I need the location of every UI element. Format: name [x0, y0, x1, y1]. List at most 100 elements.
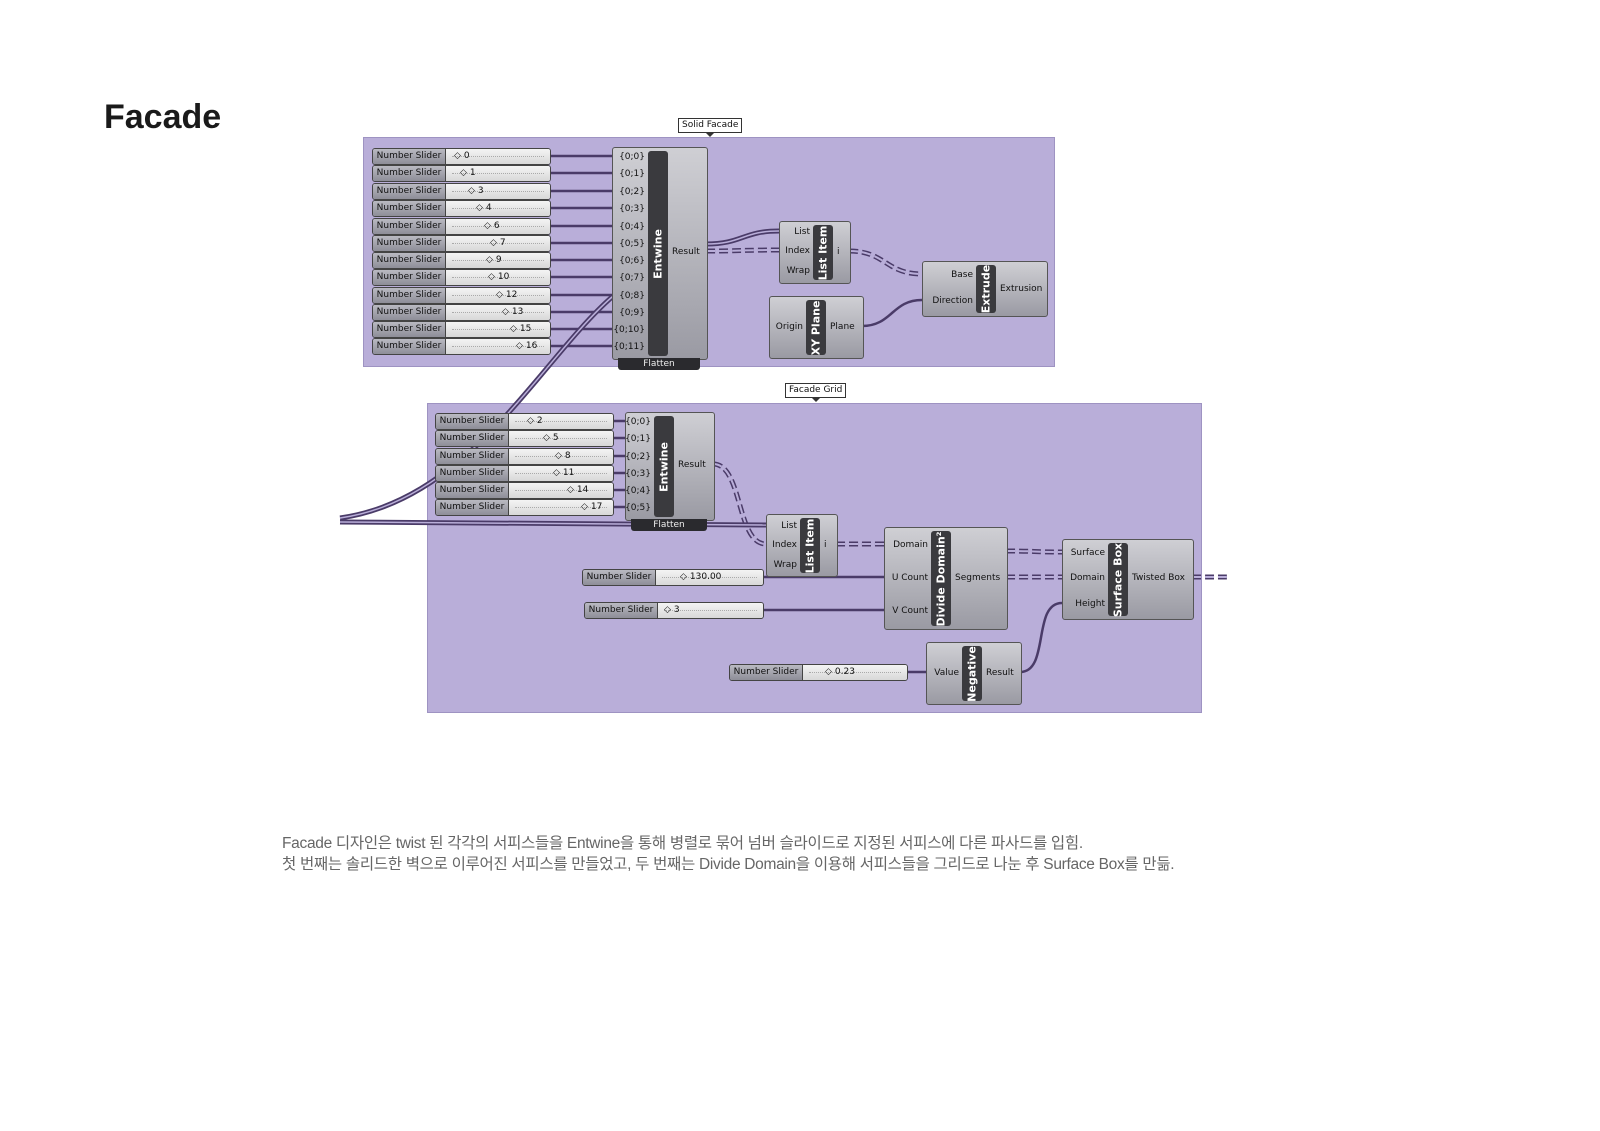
- slider-value[interactable]: ◇17: [581, 500, 602, 515]
- number-slider-u-count[interactable]: Number Slider◇130.00: [582, 569, 764, 586]
- number-slider-solid-0[interactable]: Number Slider◇0: [372, 148, 551, 165]
- slider-track[interactable]: ◇6: [446, 219, 550, 234]
- entwine-component-solid[interactable]: Entwine{0;0}{0;1}{0;2}{0;3}{0;4}{0;5}{0;…: [612, 147, 708, 360]
- input-port[interactable]: Domain: [893, 540, 928, 550]
- input-port[interactable]: Domain: [1070, 573, 1105, 583]
- slider-value[interactable]: ◇10: [488, 270, 509, 285]
- slider-grip-icon[interactable]: ◇: [555, 451, 562, 461]
- input-port[interactable]: {0;5}: [625, 503, 651, 513]
- number-slider-grid-4[interactable]: Number Slider◇14: [435, 482, 614, 499]
- slider-track[interactable]: ◇0: [446, 149, 550, 164]
- slider-value[interactable]: ◇0.23: [825, 665, 855, 680]
- slider-grip-icon[interactable]: ◇: [468, 186, 475, 196]
- slider-value[interactable]: ◇11: [553, 466, 574, 481]
- slider-track[interactable]: ◇11: [509, 466, 613, 481]
- slider-grip-icon[interactable]: ◇: [490, 238, 497, 248]
- slider-value[interactable]: ◇9: [486, 253, 502, 268]
- slider-value[interactable]: ◇5: [543, 431, 559, 446]
- number-slider-solid-11[interactable]: Number Slider◇16: [372, 338, 551, 355]
- number-slider-negative[interactable]: Number Slider◇0.23: [729, 664, 908, 681]
- slider-value[interactable]: ◇4: [476, 201, 492, 216]
- input-port[interactable]: {0;4}: [619, 222, 645, 232]
- slider-track[interactable]: ◇1: [446, 166, 550, 181]
- input-port[interactable]: Base: [951, 270, 973, 280]
- slider-track[interactable]: ◇9: [446, 253, 550, 268]
- slider-track[interactable]: ◇5: [509, 431, 613, 446]
- input-port[interactable]: {0;0}: [619, 152, 645, 162]
- slider-grip-icon[interactable]: ◇: [454, 151, 461, 161]
- output-port[interactable]: Result: [986, 668, 1014, 678]
- input-port[interactable]: Wrap: [786, 266, 810, 276]
- slider-grip-icon[interactable]: ◇: [543, 433, 550, 443]
- slider-grip-icon[interactable]: ◇: [484, 221, 491, 231]
- input-port[interactable]: Index: [772, 540, 797, 550]
- slider-grip-icon[interactable]: ◇: [825, 667, 832, 677]
- entwine-component-grid[interactable]: Entwine{0;0}{0;1}{0;2}{0;3}{0;4}{0;5}Res…: [625, 412, 715, 521]
- slider-grip-icon[interactable]: ◇: [502, 307, 509, 317]
- slider-track[interactable]: ◇0.23: [803, 665, 907, 680]
- slider-grip-icon[interactable]: ◇: [516, 341, 523, 351]
- input-port[interactable]: Origin: [775, 322, 803, 332]
- slider-track[interactable]: ◇14: [509, 483, 613, 498]
- input-port[interactable]: {0;10}: [613, 325, 645, 335]
- slider-track[interactable]: ◇17: [509, 500, 613, 515]
- input-port[interactable]: {0;11}: [613, 342, 645, 352]
- number-slider-grid-0[interactable]: Number Slider◇2: [435, 413, 614, 430]
- slider-value[interactable]: ◇3: [468, 184, 484, 199]
- slider-track[interactable]: ◇12: [446, 288, 550, 303]
- input-port[interactable]: Height: [1075, 599, 1105, 609]
- input-port[interactable]: Surface: [1070, 548, 1105, 558]
- input-port[interactable]: {0;6}: [619, 256, 645, 266]
- input-port[interactable]: V Count: [892, 606, 928, 616]
- slider-value[interactable]: ◇12: [496, 288, 517, 303]
- slider-track[interactable]: ◇4: [446, 201, 550, 216]
- slider-track[interactable]: ◇8: [509, 449, 613, 464]
- number-slider-solid-3[interactable]: Number Slider◇4: [372, 200, 551, 217]
- input-port[interactable]: {0;7}: [619, 273, 645, 283]
- input-port[interactable]: List: [781, 521, 797, 531]
- input-port[interactable]: Value: [934, 668, 959, 678]
- input-port[interactable]: {0;3}: [619, 204, 645, 214]
- number-slider-grid-1[interactable]: Number Slider◇5: [435, 430, 614, 447]
- slider-track[interactable]: ◇3: [446, 184, 550, 199]
- slider-track[interactable]: ◇10: [446, 270, 550, 285]
- slider-grip-icon[interactable]: ◇: [527, 416, 534, 426]
- slider-value[interactable]: ◇1: [460, 166, 476, 181]
- number-slider-grid-2[interactable]: Number Slider◇8: [435, 448, 614, 465]
- slider-grip-icon[interactable]: ◇: [553, 468, 560, 478]
- input-port[interactable]: List: [794, 227, 810, 237]
- slider-value[interactable]: ◇130.00: [680, 570, 721, 585]
- output-port[interactable]: i: [837, 247, 840, 257]
- input-port[interactable]: {0;0}: [625, 417, 651, 427]
- slider-track[interactable]: ◇3: [658, 603, 763, 618]
- slider-value[interactable]: ◇3: [664, 603, 680, 618]
- output-port[interactable]: Twisted Box: [1132, 573, 1185, 583]
- slider-grip-icon[interactable]: ◇: [460, 168, 467, 178]
- number-slider-solid-8[interactable]: Number Slider◇12: [372, 287, 551, 304]
- number-slider-grid-3[interactable]: Number Slider◇11: [435, 465, 614, 482]
- slider-grip-icon[interactable]: ◇: [680, 572, 687, 582]
- slider-grip-icon[interactable]: ◇: [486, 255, 493, 265]
- number-slider-v-count[interactable]: Number Slider◇3: [584, 602, 764, 619]
- slider-value[interactable]: ◇2: [527, 414, 543, 429]
- slider-track[interactable]: ◇16: [446, 339, 550, 354]
- slider-value[interactable]: ◇14: [567, 483, 588, 498]
- output-port[interactable]: Segments: [955, 573, 1001, 583]
- output-port[interactable]: Extrusion: [1000, 284, 1043, 294]
- number-slider-solid-9[interactable]: Number Slider◇13: [372, 304, 551, 321]
- input-port[interactable]: U Count: [891, 573, 928, 583]
- slider-track[interactable]: ◇2: [509, 414, 613, 429]
- number-slider-grid-5[interactable]: Number Slider◇17: [435, 499, 614, 516]
- slider-grip-icon[interactable]: ◇: [488, 272, 495, 282]
- slider-value[interactable]: ◇16: [516, 339, 537, 354]
- slider-grip-icon[interactable]: ◇: [581, 502, 588, 512]
- number-slider-solid-6[interactable]: Number Slider◇9: [372, 252, 551, 269]
- output-port[interactable]: i: [824, 540, 827, 550]
- number-slider-solid-1[interactable]: Number Slider◇1: [372, 165, 551, 182]
- input-port[interactable]: Direction: [932, 296, 973, 306]
